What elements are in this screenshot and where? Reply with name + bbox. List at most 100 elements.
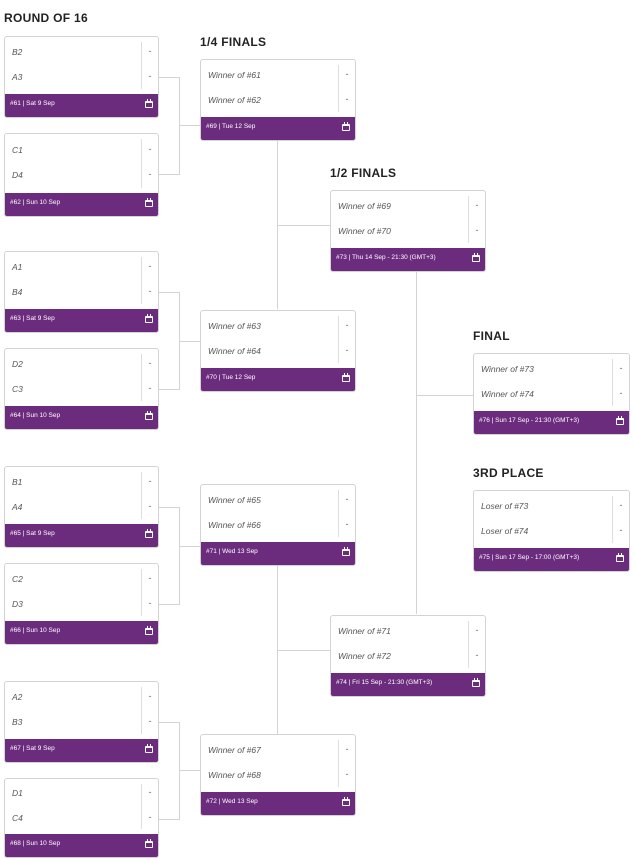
connector-line — [179, 77, 180, 175]
match-card[interactable]: C1-D4- #62 | Sun 10 Sep — [4, 133, 159, 217]
team-row[interactable]: Winner of #65- — [201, 490, 355, 515]
calendar-icon[interactable] — [342, 797, 350, 806]
team-name: B4 — [12, 287, 23, 297]
team-name: B1 — [12, 477, 23, 487]
team-name: Winner of #73 — [481, 364, 534, 374]
team-score: - — [475, 650, 479, 660]
calendar-icon[interactable] — [145, 744, 153, 753]
calendar-icon[interactable] — [145, 314, 153, 323]
team-row[interactable]: A3- — [5, 67, 158, 92]
team-row[interactable]: D1- — [5, 783, 158, 808]
match-card[interactable]: C2-D3-#66 | Sun 10 Sep — [4, 563, 159, 645]
match-card[interactable]: D1-C4-#68 | Sun 10 Sep — [4, 778, 159, 858]
team-row[interactable]: Winner of #73- — [474, 359, 629, 384]
team-row[interactable]: D2- — [5, 354, 158, 379]
team-score: - — [148, 573, 152, 583]
match-card[interactable]: A1-B4-#63 | Sat 9 Sep — [4, 251, 159, 333]
team-score: - — [345, 69, 349, 79]
calendar-icon[interactable] — [145, 411, 153, 420]
calendar-icon[interactable] — [342, 373, 350, 382]
calendar-icon[interactable] — [145, 99, 153, 108]
team-row[interactable]: C1- — [5, 140, 158, 165]
match-footer: #76 | Sun 17 Sep - 21:30 (GMT+3) — [474, 411, 629, 434]
team-row[interactable]: Loser of #74- — [474, 521, 629, 546]
team-name: D3 — [12, 599, 23, 609]
team-name: D4 — [12, 170, 23, 180]
match-card[interactable]: Winner of #61-Winner of #62-#69 | Tue 12… — [200, 59, 356, 141]
team-score: - — [148, 716, 152, 726]
calendar-icon[interactable] — [616, 416, 624, 425]
calendar-icon[interactable] — [145, 626, 153, 635]
match-card[interactable]: Winner of #63-Winner of #64-#70 | Tue 12… — [200, 310, 356, 392]
team-name: Winner of #74 — [481, 389, 534, 399]
team-name: Loser of #73 — [481, 501, 529, 511]
score-column-divider — [468, 196, 469, 243]
team-row[interactable]: Winner of #64- — [201, 341, 355, 366]
score-column-divider — [141, 784, 142, 829]
team-row[interactable]: Winner of #63- — [201, 316, 355, 341]
team-row[interactable]: Winner of #62- — [201, 90, 355, 115]
calendar-icon[interactable] — [342, 122, 350, 131]
team-score: - — [475, 200, 479, 210]
calendar-icon[interactable] — [145, 529, 153, 538]
match-card[interactable]: Winner of #71- Winner of #72 - #74 | Fri 15… — [330, 615, 486, 697]
team-row[interactable]: B1- — [5, 472, 158, 497]
team-row[interactable]: B2- — [5, 42, 158, 67]
calendar-icon[interactable] — [342, 547, 350, 556]
team-row[interactable]: A4- — [5, 497, 158, 522]
team-row[interactable]: A1- — [5, 257, 158, 282]
match-card[interactable]: Winner of #65-Winner of #66-#71 | Wed 13… — [200, 484, 356, 566]
match-card[interactable]: Winner of #69-Winner of #70- #73 | Thu 14… — [330, 190, 486, 272]
team-row[interactable]: Loser of #73- — [474, 496, 629, 521]
score-column-divider — [468, 621, 469, 668]
match-footer: #65 | Sat 9 Sep — [5, 524, 158, 547]
team-row[interactable]: D3- — [5, 594, 158, 619]
match-card[interactable]: B2-A3-#61 | Sat 9 Sep — [4, 36, 159, 118]
team-score: - — [619, 388, 623, 398]
team-row[interactable]: C4- — [5, 808, 158, 833]
team-row[interactable]: A2- — [5, 687, 158, 712]
team-row[interactable]: Winner of #66- — [201, 515, 355, 540]
team-row[interactable]: Winner of #69- — [331, 196, 485, 221]
match-footer: #63 | Sat 9 Sep — [5, 309, 158, 332]
calendar-icon[interactable] — [145, 198, 153, 207]
team-row[interactable]: D4- — [5, 165, 158, 190]
connector-line — [159, 722, 180, 723]
match-card[interactable]: Loser of #73-Loser of #74-#75 | Sun 17 S… — [473, 490, 630, 572]
match-card[interactable]: Winner of #67-Winner of #68-#72 | Wed 13… — [200, 734, 356, 816]
connector-line — [179, 125, 200, 126]
team-name: Winner of #68 — [208, 770, 261, 780]
match-card[interactable]: A2-B3-#67 | Sat 9 Sep — [4, 681, 159, 763]
team-row[interactable]: Winner of #70- — [331, 221, 485, 246]
team-row[interactable]: Winner of #67- — [201, 740, 355, 765]
match-footer: #70 | Tue 12 Sep — [201, 368, 355, 391]
team-row[interactable]: C3- — [5, 379, 158, 404]
calendar-icon[interactable] — [472, 253, 480, 262]
score-column-divider — [141, 42, 142, 89]
match-footer: #68 | Sun 10 Sep — [5, 834, 158, 857]
team-name: Winner of #72 — [338, 651, 391, 661]
match-footer: #74 | Fri 15 Sep - 21:30 (GMT+3) — [331, 673, 485, 696]
team-name: C1 — [12, 145, 23, 155]
calendar-icon[interactable] — [616, 553, 624, 562]
team-row[interactable]: Winner of #61- — [201, 65, 355, 90]
calendar-icon[interactable] — [145, 839, 153, 848]
team-name: C4 — [12, 813, 23, 823]
match-card[interactable]: D2-C3-#64 | Sun 10 Sep — [4, 348, 159, 430]
team-row[interactable]: B4- — [5, 282, 158, 307]
team-row[interactable]: Winner of #71- — [331, 621, 485, 646]
match-info: #73 | Thu 14 Sep - 21:30 (GMT+3) — [336, 254, 436, 261]
score-column-divider — [141, 569, 142, 616]
team-row[interactable]: C2- — [5, 569, 158, 594]
team-score: - — [148, 787, 152, 797]
score-column-divider — [141, 687, 142, 734]
team-row[interactable]: Winner of #68- — [201, 765, 355, 790]
match-footer: #62 | Sun 10 Sep — [5, 193, 158, 216]
team-row[interactable]: Winner of #74 - — [474, 384, 629, 409]
team-row[interactable]: Winner of #72 - — [331, 646, 485, 671]
match-card[interactable]: Winner of #73- Winner of #74 - #76 | Sun 17… — [473, 353, 630, 435]
calendar-icon[interactable] — [472, 678, 480, 687]
team-row[interactable]: B3- — [5, 712, 158, 737]
match-card[interactable]: B1-A4-#65 | Sat 9 Sep — [4, 466, 159, 548]
score-column-divider — [141, 257, 142, 304]
